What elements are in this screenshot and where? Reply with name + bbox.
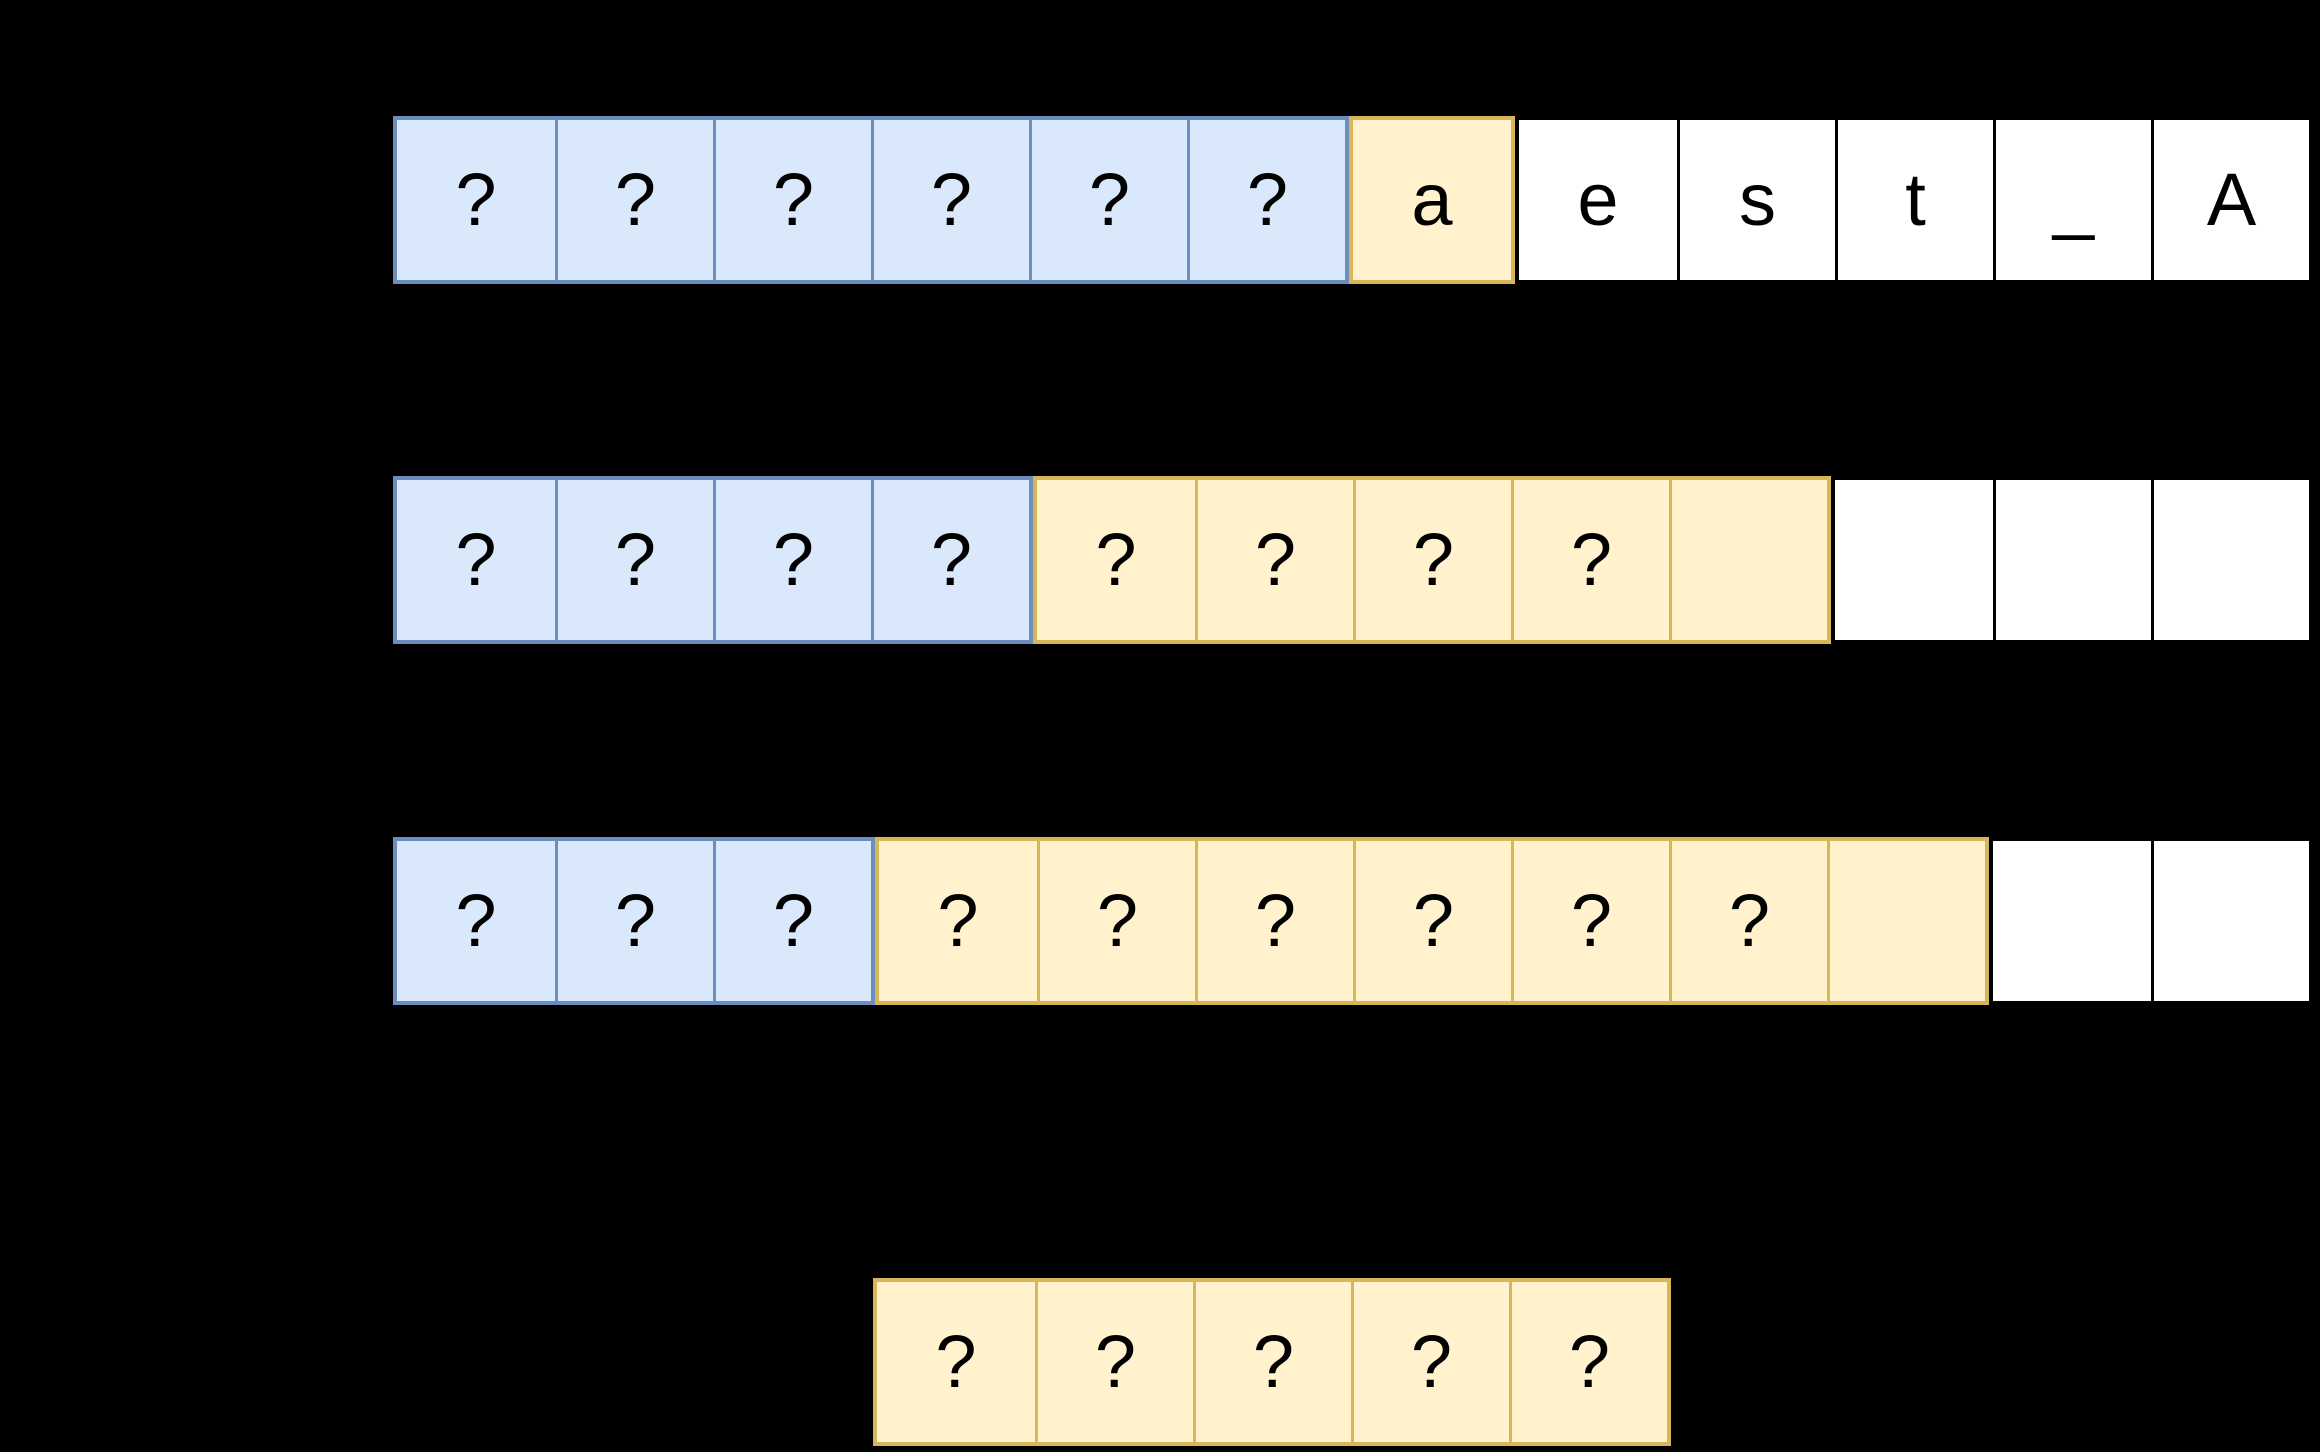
token-cell-t: t <box>1835 120 1993 280</box>
unknown-token-cell: ? <box>1353 841 1511 1001</box>
unknown-token-cell: ? <box>1193 1282 1351 1442</box>
visible-letters-group <box>1831 476 2313 644</box>
unknown-token-cell: ? <box>455 518 497 601</box>
unknown-token-cell: ? <box>1187 120 1345 280</box>
unknown-token-cell: ? <box>713 841 871 1001</box>
empty-cell <box>1669 480 1827 640</box>
token-cell-a: a <box>1411 158 1453 241</box>
visible-letters-group <box>1989 837 2313 1005</box>
empty-cell <box>2151 841 2309 1001</box>
unknown-token-cell: ? <box>1669 841 1827 1001</box>
unknown-token-cell: ? <box>871 480 1029 640</box>
unknown-token-cell: ? <box>871 120 1029 280</box>
empty-cell <box>1835 480 1993 640</box>
masked-context-group: ?????? <box>393 116 1349 284</box>
unknown-token-cell: ? <box>1029 120 1187 280</box>
empty-cell <box>1993 480 2151 640</box>
unknown-token-cell: ? <box>935 1320 977 1403</box>
unknown-token-cell: ? <box>1353 480 1511 640</box>
unknown-token-cell: ? <box>1511 480 1669 640</box>
unknown-token-cell: ? <box>555 120 713 280</box>
token-cell-s: s <box>1677 120 1835 280</box>
predicted-tokens-group: ?????? <box>875 837 1989 1005</box>
unknown-token-cell: ? <box>455 879 497 962</box>
unknown-token-cell: ? <box>1195 480 1353 640</box>
empty-cell <box>1827 841 1985 1001</box>
token-cell-A: A <box>2151 120 2309 280</box>
predicted-tokens-group: ????? <box>873 1278 1671 1446</box>
token-cell-e: e <box>1577 158 1619 241</box>
sequence-row-4: ????? <box>873 1278 1671 1446</box>
unknown-token-cell: ? <box>1509 1282 1667 1442</box>
unknown-token-cell: ? <box>937 879 979 962</box>
empty-cell <box>1993 841 2151 1001</box>
unknown-token-cell: ? <box>1351 1282 1509 1442</box>
masked-context-group: ??? <box>393 837 875 1005</box>
unknown-token-cell: ? <box>555 480 713 640</box>
sequence-row-3: ????????? <box>393 837 2313 1005</box>
token-cell-_: _ <box>1993 120 2151 280</box>
unknown-token-cell: ? <box>713 480 871 640</box>
unknown-token-cell: ? <box>1511 841 1669 1001</box>
unknown-token-cell: ? <box>1037 841 1195 1001</box>
unknown-token-cell: ? <box>713 120 871 280</box>
predicted-token-group: a <box>1349 116 1515 284</box>
unknown-token-cell: ? <box>1095 518 1137 601</box>
masked-context-group: ???? <box>393 476 1033 644</box>
unknown-token-cell: ? <box>1195 841 1353 1001</box>
predicted-tokens-group: ???? <box>1033 476 1831 644</box>
unknown-token-cell: ? <box>455 158 497 241</box>
empty-cell <box>2151 480 2309 640</box>
sequence-row-2: ???????? <box>393 476 2313 644</box>
unknown-token-cell: ? <box>1035 1282 1193 1442</box>
unknown-token-cell: ? <box>555 841 713 1001</box>
